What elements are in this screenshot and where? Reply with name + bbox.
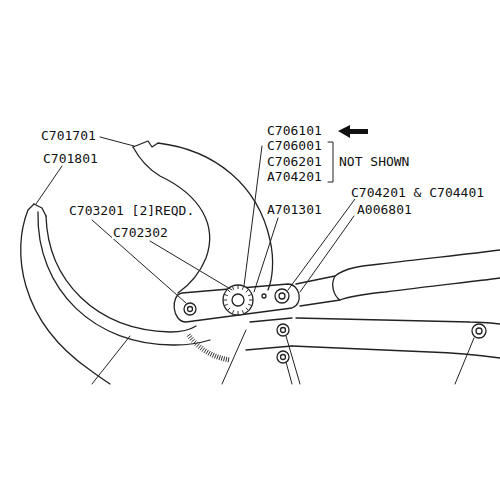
leader-line xyxy=(100,137,134,146)
bolt-inner xyxy=(281,328,286,333)
leader-line xyxy=(150,241,232,290)
ratchet-tooth xyxy=(191,339,195,342)
gear-tooth xyxy=(248,304,252,306)
ratchet-teeth xyxy=(187,334,229,362)
part-number: C704201 & C704401 xyxy=(350,186,485,199)
ratchet-tooth xyxy=(190,337,194,340)
ratchet-tooth xyxy=(200,346,203,350)
part-number: C706101 xyxy=(266,124,323,137)
gear-tooth xyxy=(242,286,244,290)
pivot-plate xyxy=(174,284,299,322)
leader-line xyxy=(254,218,278,292)
gear-tooth xyxy=(224,294,228,296)
ratchet-tooth xyxy=(193,340,197,343)
part-number: C701801 xyxy=(42,152,99,165)
ratchet-tooth xyxy=(195,342,198,346)
bolt-inner xyxy=(281,355,286,360)
upper-jaw-inner xyxy=(133,147,210,293)
ratchet-tooth xyxy=(225,357,227,362)
bolt-inner xyxy=(476,328,482,334)
ratchet-tooth xyxy=(214,354,216,359)
ratchet-tooth xyxy=(188,336,192,339)
ratchet-tooth xyxy=(202,348,205,352)
gear-tooth xyxy=(227,289,230,292)
pointer-arrow xyxy=(338,125,368,138)
upper-handle xyxy=(300,278,500,306)
bolt xyxy=(277,351,289,363)
bolt-inner xyxy=(188,307,193,312)
leader-line xyxy=(36,166,62,204)
part-number: NOT SHOWN xyxy=(338,155,410,168)
ratchet-tooth xyxy=(206,350,209,354)
ratchet-tooth xyxy=(196,344,199,348)
ratchet-tooth xyxy=(198,345,201,349)
ratchet-tooth xyxy=(187,334,191,337)
lower-handle xyxy=(292,346,500,358)
gear-tooth xyxy=(227,308,230,311)
ratchet-tooth xyxy=(228,357,230,362)
ratchet-tooth xyxy=(210,352,212,356)
part-number: A006801 xyxy=(356,203,413,216)
bolt xyxy=(277,324,289,336)
bolt xyxy=(184,303,196,315)
gear-tooth xyxy=(223,300,227,301)
leader-line xyxy=(455,338,474,384)
ratchet-tooth xyxy=(204,349,207,353)
gear-teeth xyxy=(223,285,253,315)
gear-tooth xyxy=(242,310,244,314)
part-number: C703201 [2]REQD. xyxy=(68,204,195,217)
lower-jaw xyxy=(21,204,110,384)
gear-tooth xyxy=(232,286,234,290)
gear-tooth xyxy=(238,311,239,315)
lower-jaw-blade-edge xyxy=(38,212,210,345)
part-number: C706001 xyxy=(266,139,323,152)
part-number: C702302 xyxy=(112,226,169,239)
ratchet-tooth xyxy=(223,356,224,361)
leader-line xyxy=(244,146,262,286)
lower-jaw-tip xyxy=(34,204,46,216)
ratchet-tooth xyxy=(212,353,214,358)
gear-tooth xyxy=(248,294,252,296)
leader-line xyxy=(300,216,354,292)
leader-line xyxy=(286,362,292,384)
ratchet-tooth xyxy=(217,355,219,360)
leader-line xyxy=(92,336,130,384)
part-number: C701701 xyxy=(40,129,97,142)
bolt xyxy=(472,324,486,338)
leader-line xyxy=(222,330,246,384)
part-number: A704201 xyxy=(266,170,323,183)
ratchet-tooth xyxy=(221,356,222,361)
bolt-inner xyxy=(279,293,285,299)
bolt xyxy=(262,294,266,298)
gear-tooth xyxy=(249,300,253,301)
gear-tooth xyxy=(246,289,249,292)
gear xyxy=(223,285,253,315)
ratchet-tooth xyxy=(219,355,221,360)
ratchet-tooth xyxy=(208,351,210,355)
part-number: C706201 xyxy=(266,155,323,168)
gear-tooth xyxy=(224,304,228,306)
lower-jaw-blade xyxy=(46,216,196,332)
part-number: A701301 xyxy=(266,203,323,216)
bracket xyxy=(328,142,333,182)
handle-grip-end xyxy=(333,276,340,300)
lower-handle-link xyxy=(246,318,292,350)
leader-line xyxy=(286,336,300,384)
lower-handle xyxy=(296,318,500,324)
gear-tooth xyxy=(238,285,239,289)
gear-tooth xyxy=(246,308,249,311)
leader-line xyxy=(92,220,186,303)
gear-hub xyxy=(232,294,244,306)
gear-tooth xyxy=(232,310,234,314)
bolt xyxy=(275,289,289,303)
